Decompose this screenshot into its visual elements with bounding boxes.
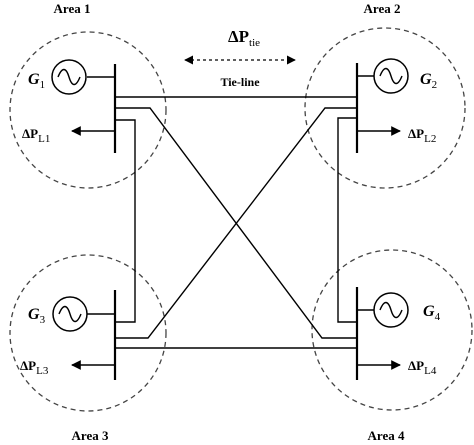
load-1-label: ΔPL1: [22, 126, 50, 145]
area-3-label: Area 3: [72, 428, 109, 443]
load-2-label: ΔPL2: [408, 126, 436, 145]
area-2-boundary: [304, 27, 466, 189]
generator-3: [52, 296, 115, 332]
load-4-label: ΔPL4: [408, 358, 437, 377]
area-4-label: Area 4: [368, 428, 405, 443]
generator-1-label: G1: [28, 71, 45, 91]
tie-line-label: Tie-line: [220, 75, 260, 89]
tie-line-2-4: [337, 117, 357, 323]
area-1-label: Area 1: [54, 1, 91, 16]
generator-4: [357, 292, 409, 328]
tie-power-label: ΔPtie: [228, 27, 260, 49]
generator-2: [357, 58, 409, 94]
sine-wave-icon: [379, 301, 403, 319]
generator-1: [51, 59, 115, 95]
area-1-boundary: [9, 31, 167, 189]
area-3-boundary: [9, 254, 167, 412]
generator-3-label: G3: [28, 306, 46, 326]
tie-line-2-3: [115, 107, 357, 339]
tie-lines: [115, 96, 357, 349]
sine-wave-icon: [379, 67, 403, 85]
load-3-label: ΔPL3: [20, 358, 49, 377]
sine-wave-icon: [57, 68, 81, 86]
generator-4-label: G4: [423, 303, 441, 323]
tie-line-1-3: [115, 119, 136, 323]
sine-wave-icon: [58, 305, 82, 323]
generator-2-label: G2: [420, 71, 437, 91]
area-4-boundary: [311, 249, 473, 411]
area-2-label: Area 2: [364, 1, 401, 16]
